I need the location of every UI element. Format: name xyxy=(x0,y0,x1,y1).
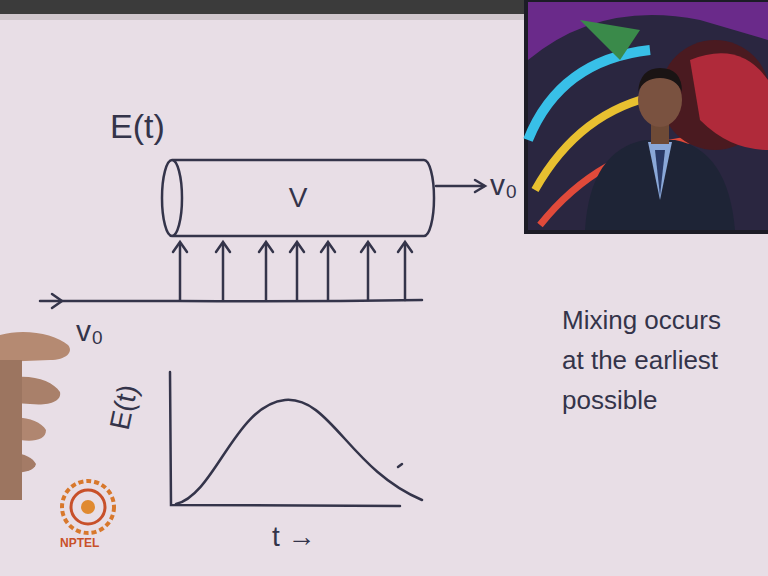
title: E(t) xyxy=(110,108,165,145)
tube-reactor: V xyxy=(160,158,436,238)
logo-text: NPTEL xyxy=(60,537,99,550)
side-feed-arrows xyxy=(173,242,412,300)
note: Mixing occurs at the earliest possible xyxy=(562,300,744,420)
nptel-logo xyxy=(62,481,114,533)
hand xyxy=(0,332,70,500)
axis-label: t → xyxy=(272,522,316,553)
axis-label: E(t) xyxy=(105,382,145,433)
node-label: V xyxy=(289,182,308,214)
outlet-flow-label: v₀ xyxy=(490,168,517,201)
presenter-video xyxy=(524,0,768,234)
feed-line xyxy=(40,294,422,308)
inlet-flow-label: v₀ xyxy=(76,314,103,347)
outlet-arrow xyxy=(436,180,485,192)
rtd-plot xyxy=(170,372,422,506)
